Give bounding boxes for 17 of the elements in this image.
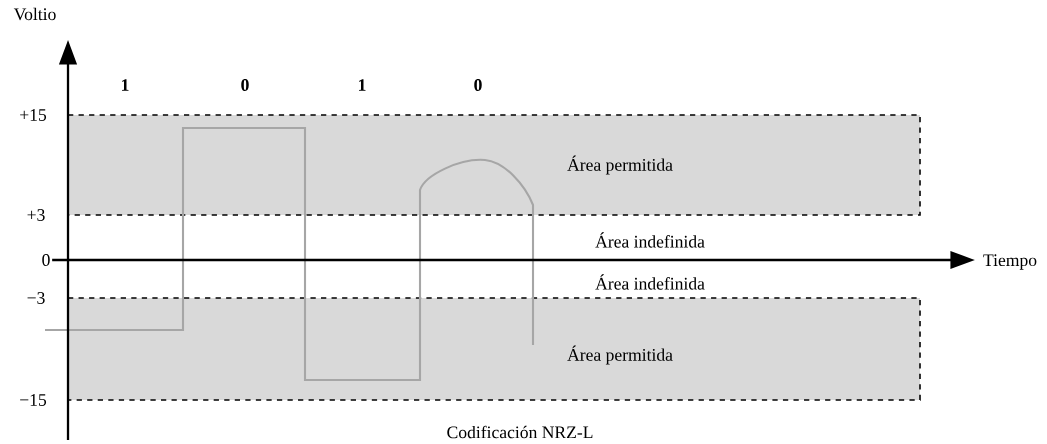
node-label: Área permitida xyxy=(567,345,673,365)
band: Área permitida xyxy=(67,114,921,216)
tick-label: −15 xyxy=(17,392,49,408)
bit-label: 0 xyxy=(238,77,252,93)
tick-label: +15 xyxy=(17,107,49,123)
tick-label: 0 xyxy=(39,252,53,268)
band: Área permitida xyxy=(67,297,921,401)
tick-label: −3 xyxy=(24,290,48,306)
bit-label: 1 xyxy=(355,77,369,93)
bit-label: 0 xyxy=(471,77,485,93)
tick-label: +3 xyxy=(24,207,48,223)
axis-label: Tiempo xyxy=(981,252,1039,272)
area-label: Área indefinida xyxy=(593,230,707,250)
caption: Codificación NRZ-L xyxy=(447,425,593,439)
node-label: Área permitida xyxy=(567,155,673,175)
axis-label: Voltio xyxy=(11,6,59,22)
bit-label: 1 xyxy=(118,77,132,93)
